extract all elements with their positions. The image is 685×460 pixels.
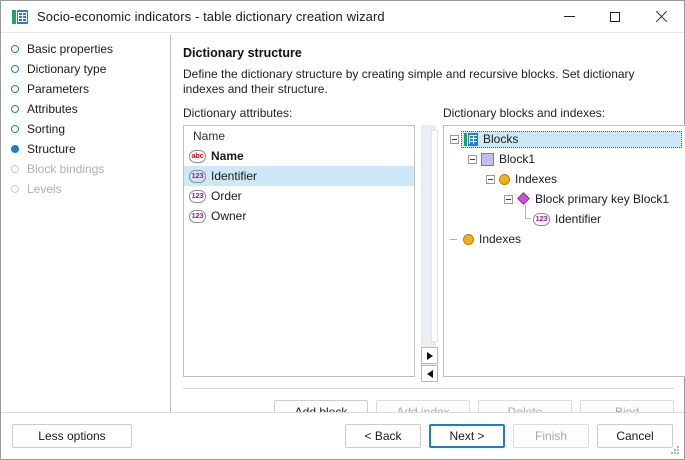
window-title: Socio-economic indicators - table dictio… [37,9,385,24]
resize-grip[interactable] [671,446,681,456]
expander-collapse-icon[interactable] [504,194,513,204]
step-dot-icon [11,45,19,53]
number-type-icon: 123 [189,189,206,203]
primary-key-diamond-icon [517,193,530,206]
cancel-button[interactable]: Cancel [597,424,673,448]
expander-collapse-icon[interactable] [486,174,495,184]
move-right-button[interactable] [421,347,438,364]
step-dot-icon [11,85,19,93]
step-dot-icon [11,65,19,73]
sidebar-item-label: Parameters [27,82,90,96]
tree-node-identifier[interactable]: 123 Identifier [444,205,685,229]
tree-node-label: Blocks [483,132,519,146]
finish-button: Finish [513,424,589,448]
minimize-icon [563,16,575,17]
wizard-footer: Less options < Back Next > Finish Cancel [1,412,684,459]
step-dot-icon [11,165,19,173]
index-circle-icon [499,173,510,185]
list-item-label: Owner [211,209,247,223]
page-description: Define the dictionary structure by creat… [183,67,635,96]
transfer-track [421,125,438,377]
title-bar: Socio-economic indicators - table dictio… [1,1,684,33]
attributes-panel-label: Dictionary attributes: [183,106,293,120]
list-item-label: Identifier [211,169,258,183]
sidebar-item-label: Attributes [27,102,78,116]
tree-node-label: Block1 [499,152,536,166]
tree-connector [522,205,531,229]
abc-type-icon: abc [189,149,206,163]
page-title: Dictionary structure [183,46,302,60]
list-item-label: Name [211,149,244,163]
sidebar-item-label: Block bindings [27,162,105,176]
actions-separator [183,388,674,389]
tree-node-block-primary-key[interactable]: Block primary key Block1 [444,189,685,209]
sidebar-item-parameters[interactable]: Parameters [1,79,171,99]
expander-collapse-icon[interactable] [468,154,477,164]
sidebar-item-label: Dictionary type [27,62,107,76]
blocks-table-icon [464,132,478,146]
sidebar-item-basic-properties[interactable]: Basic properties [1,39,171,59]
content-area: Dictionary structure Define the dictiona… [171,33,685,423]
tree-node-blocks[interactable]: Blocks [444,129,685,149]
number-type-icon: 123 [189,169,206,183]
move-left-arrow-icon [426,369,433,378]
tree-connector [450,235,459,244]
sidebar-item-label: Basic properties [27,42,114,56]
panels-row: Dictionary attributes: Name abc Name 123… [183,106,685,382]
sidebar-item-label: Structure [27,142,76,156]
sidebar-item-dictionary-type[interactable]: Dictionary type [1,59,171,79]
list-item[interactable]: abc Name [184,146,414,166]
transfer-strip [415,125,443,382]
sidebar-item-structure[interactable]: Structure [1,139,171,159]
list-item-label: Order [211,189,242,203]
sidebar-item-sorting[interactable]: Sorting [1,119,171,139]
move-left-button[interactable] [421,365,438,382]
blocks-tree[interactable]: Blocks Block1 Indexes [443,125,685,377]
close-button[interactable] [638,1,684,32]
list-item[interactable]: 123 Owner [184,206,414,226]
attributes-column-header: Name [193,129,226,143]
step-dot-icon [11,145,19,153]
list-item[interactable]: 123 Identifier [184,166,414,186]
index-circle-icon [463,233,474,245]
table-dictionary-icon [12,9,28,25]
tree-node-label: Block primary key Block1 [535,192,670,206]
sidebar-item-attributes[interactable]: Attributes [1,99,171,119]
transfer-track-inner [431,130,438,342]
maximize-icon [610,11,620,22]
list-item[interactable]: 123 Order [184,186,414,206]
attributes-panel: Dictionary attributes: Name abc Name 123… [183,106,415,377]
navigation-buttons: < Back Next > Finish Cancel [345,424,673,448]
close-icon [655,11,667,23]
less-options-button[interactable]: Less options [12,424,132,448]
sidebar-item-label: Levels [27,182,62,196]
number-type-icon: 123 [533,212,550,226]
number-type-icon: 123 [189,209,206,223]
minimize-button[interactable] [546,1,592,32]
sidebar-item-levels: Levels [1,179,171,199]
blocks-panel: Dictionary blocks and indexes: Blocks [443,106,685,377]
tree-node-label: Identifier [555,212,602,226]
window-controls [546,1,684,32]
back-button[interactable]: < Back [345,424,421,448]
tree-node-block1[interactable]: Block1 [444,149,685,169]
expander-collapse-icon[interactable] [450,134,459,144]
wizard-steps-sidebar: Basic properties Dictionary type Paramet… [1,33,171,416]
tree-node-label: Indexes [479,232,522,246]
block-square-icon [481,152,494,166]
maximize-button[interactable] [592,1,638,32]
attributes-listbox[interactable]: Name abc Name 123 Identifier 123 Order [183,125,415,377]
step-dot-icon [11,185,19,193]
tree-node-indexes-root[interactable]: Indexes [444,229,685,249]
window-body: Basic properties Dictionary type Paramet… [1,33,685,423]
step-dot-icon [11,125,19,133]
sidebar-item-block-bindings: Block bindings [1,159,171,179]
move-right-arrow-icon [426,351,433,360]
step-dot-icon [11,105,19,113]
tree-node-indexes-nested[interactable]: Indexes [444,169,685,189]
sidebar-item-label: Sorting [27,122,66,136]
blocks-panel-label: Dictionary blocks and indexes: [443,106,606,120]
tree-node-label: Indexes [515,172,558,186]
next-button[interactable]: Next > [429,424,505,448]
